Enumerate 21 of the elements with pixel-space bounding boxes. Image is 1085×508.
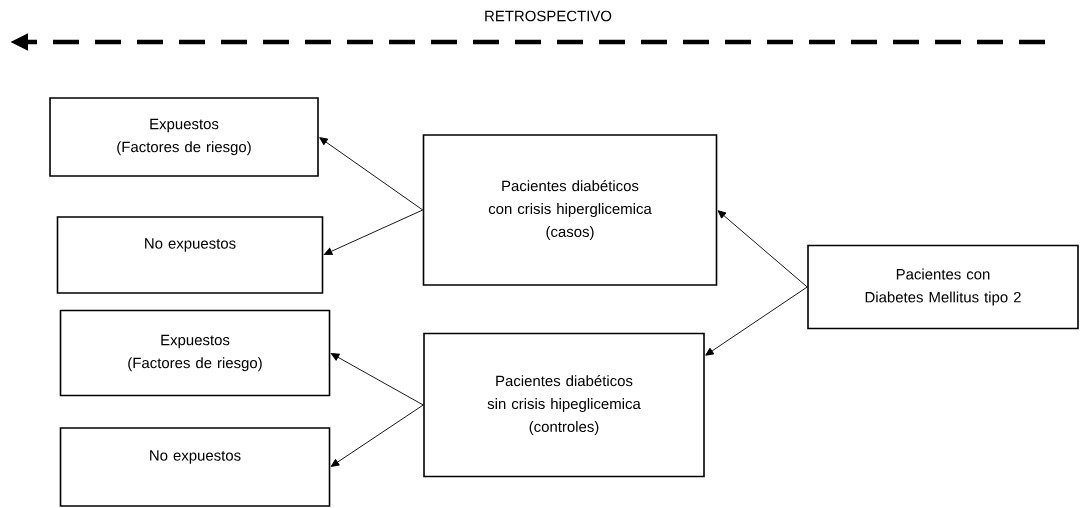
- arrow: [717, 210, 808, 288]
- box-text: Pacientes con Diabetes Mellitus tipo 2: [865, 268, 1021, 306]
- arrow: [705, 286, 808, 356]
- box-text: No expuestos: [145, 238, 236, 252]
- box-text: Pacientes diabéticos con crisis hiperglicemica (casos): [488, 180, 652, 240]
- box-text: Expuestos (Factores de riesgo): [128, 334, 262, 372]
- box-text: Expuestos (Factores de riesgo): [117, 118, 251, 156]
- arrow: [330, 353, 424, 406]
- process-box: [59, 427, 331, 507]
- process-box: [49, 97, 319, 177]
- box-text: Pacientes diabéticos sin crisis hipeglicemica (controles): [487, 375, 641, 435]
- arrow: [319, 137, 424, 211]
- process-box: [422, 134, 718, 286]
- process-box: [56, 216, 324, 294]
- axis-label: RETROSPECTIVO: [485, 10, 612, 22]
- process-box: [807, 244, 1079, 330]
- process-box: [423, 332, 705, 478]
- process-box: [59, 309, 331, 397]
- arrow: [330, 404, 424, 467]
- arrow: [323, 209, 424, 256]
- box-text: No expuestos: [150, 450, 241, 464]
